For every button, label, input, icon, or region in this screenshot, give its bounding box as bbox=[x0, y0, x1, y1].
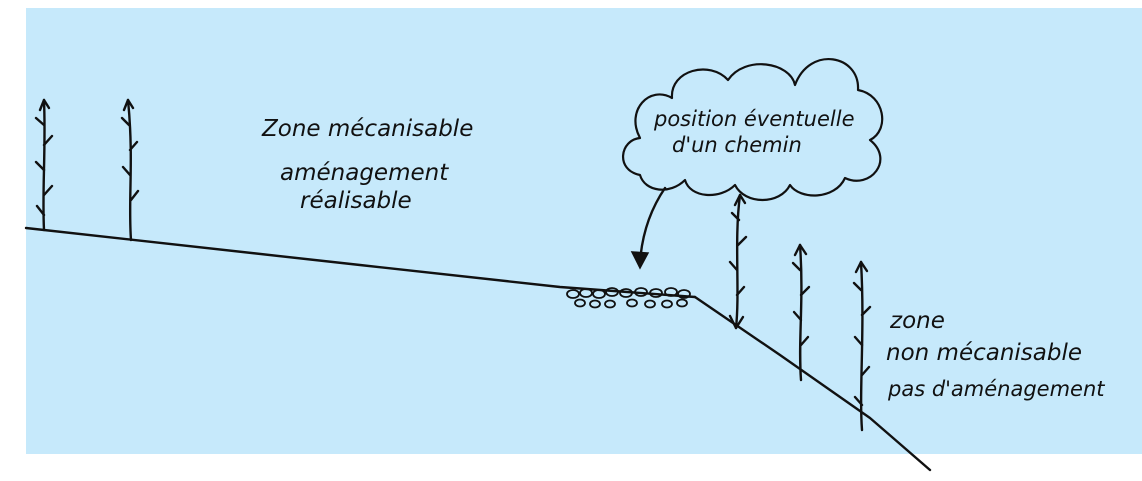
label-zone-mecanisable: Zone mécanisable bbox=[261, 116, 473, 142]
label-cloud-position: position éventuelle bbox=[653, 107, 854, 131]
label-pas-amenagement: pas d'aménagement bbox=[887, 377, 1105, 401]
label-non-mecanisable: non mécanisable bbox=[886, 340, 1082, 366]
label-cloud-chemin: d'un chemin bbox=[672, 133, 802, 157]
label-realisable: réalisable bbox=[300, 188, 412, 214]
label-amenagement: aménagement bbox=[280, 160, 449, 186]
label-zone: zone bbox=[889, 308, 945, 334]
